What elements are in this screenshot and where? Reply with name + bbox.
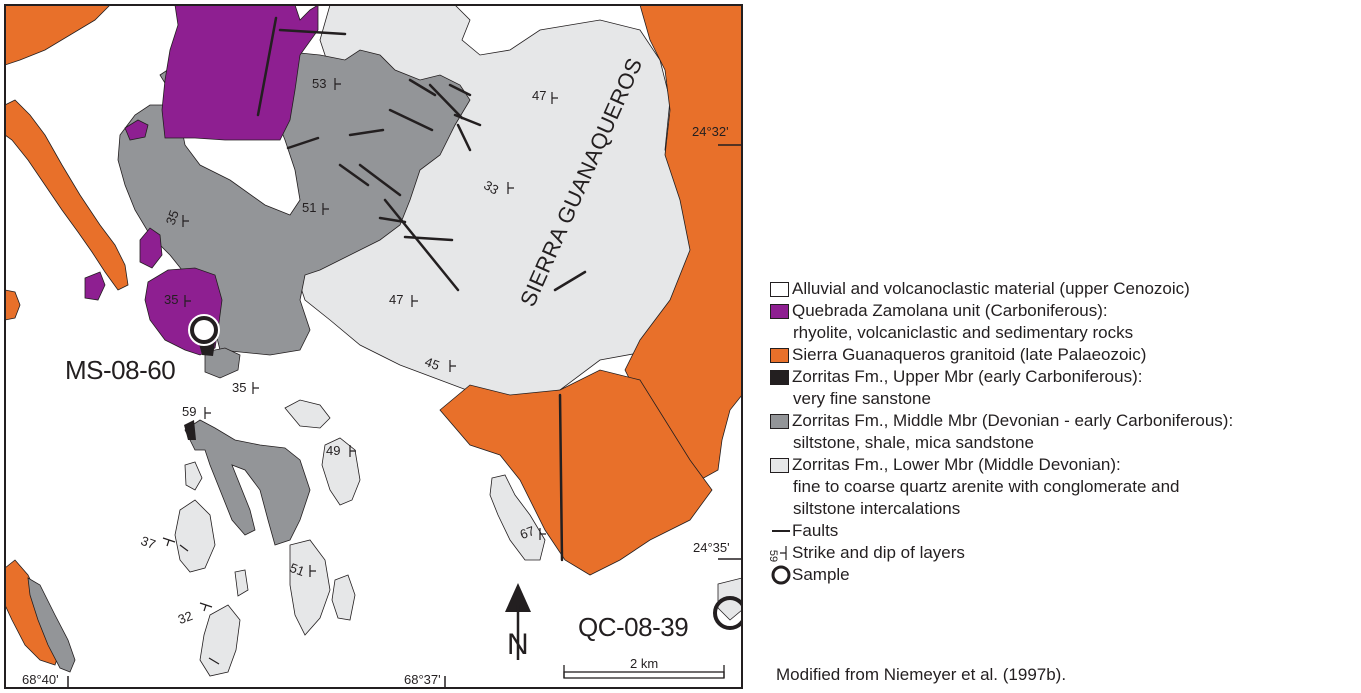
legend-item-alluvial: Alluvial and volcanoclastic material (up…	[770, 278, 1355, 300]
faults	[256, 16, 587, 562]
swatch-granitoid	[770, 347, 789, 363]
coord-lat-top: 24°32'	[692, 124, 729, 139]
scale-bar	[563, 671, 725, 679]
legend-label: Sierra Guanaqueros granitoid (late Palae…	[792, 345, 1147, 364]
legend-label: Zorritas Fm., Upper Mbr (early Carbonife…	[792, 367, 1143, 386]
legend: Alluvial and volcanoclastic material (up…	[767, 278, 1355, 586]
legend-item-strike-dip: 59 Strike and dip of layers	[767, 542, 1355, 564]
legend-sublabel: fine to coarse quartz arenite with congl…	[793, 477, 1180, 496]
swatch-alluvial	[770, 281, 789, 297]
lower-mbr-patch-4	[174, 499, 216, 573]
swatch-middle-mbr	[770, 413, 789, 429]
lower-mbr-patch-9	[489, 474, 546, 561]
strike-dip-value: 59	[767, 549, 780, 563]
quebrada-zamolana-small-2	[139, 227, 163, 269]
credit-note: Modified from Niemeyer et al. (1997b).	[776, 665, 1067, 684]
quebrada-zamolana-north	[161, 5, 319, 141]
legend-label: Strike and dip of layers	[792, 543, 965, 562]
quebrada-zamolana-small-1	[124, 119, 149, 141]
legend-label: Zorritas Fm., Lower Mbr (Middle Devonian…	[792, 455, 1121, 474]
middle-mbr-south	[184, 419, 311, 546]
sample-marker-qc-08-39	[713, 596, 742, 630]
dip-value: 35	[164, 292, 179, 307]
lower-mbr-patch-7	[234, 569, 249, 597]
legend-label: Alluvial and volcanoclastic material (up…	[792, 279, 1190, 298]
legend-sublabel: very fine sanstone	[793, 389, 931, 408]
legend-sublabel: siltstone intercalations	[793, 499, 961, 518]
sample-label-qc-08-39: QC-08-39	[578, 612, 689, 642]
swatch-lower-mbr	[770, 457, 789, 473]
quebrada-zamolana-small-3	[84, 271, 106, 301]
fault-line-icon	[770, 520, 792, 542]
lower-mbr-patch-1	[284, 399, 331, 429]
dip-value: 47	[389, 292, 404, 307]
coord-lon-left: 68°40'	[22, 672, 59, 687]
north-arrow-icon	[505, 583, 531, 612]
legend-item-sample: Sample	[770, 564, 1355, 586]
north-label: N	[507, 628, 529, 661]
granitoid-left-strip	[5, 99, 129, 291]
legend-sublabel: rhyolite, volcaniclastic and sedimentary…	[793, 323, 1134, 342]
granitoid-top-left	[5, 5, 111, 66]
lower-mbr-patch-3	[184, 461, 203, 491]
dip-value: 53	[312, 76, 327, 91]
legend-sublabel: siltstone, shale, mica sandstone	[793, 433, 1034, 452]
legend-item-lower-mbr: Zorritas Fm., Lower Mbr (Middle Devonian…	[770, 454, 1355, 476]
sample-icon	[770, 564, 792, 586]
strike-dip-icon: 59	[767, 542, 792, 564]
swatch-upper-mbr	[770, 369, 789, 385]
legend-label: Sample	[792, 565, 850, 584]
legend-item-faults: Faults	[770, 520, 1355, 542]
legend-item-upper-mbr: Zorritas Fm., Upper Mbr (early Carbonife…	[770, 366, 1355, 388]
sample-marker-inner	[194, 320, 214, 340]
legend-label: Zorritas Fm., Middle Mbr (Devonian - ear…	[792, 411, 1234, 430]
lower-mbr-patch-6	[331, 574, 356, 621]
scale-label: 2 km	[630, 656, 659, 671]
dip-value: 51	[302, 200, 317, 215]
dip-value: 35	[232, 380, 247, 395]
legend-item-middle-mbr: Zorritas Fm., Middle Mbr (Devonian - ear…	[770, 410, 1355, 432]
legend-item-granitoid: Sierra Guanaqueros granitoid (late Palae…	[770, 344, 1355, 366]
legend-label: Faults	[792, 521, 839, 540]
legend-item-quebrada-zamolana: Quebrada Zamolana unit (Carboniferous):	[770, 300, 1355, 322]
granitoid-bottom-right	[439, 369, 713, 576]
upper-mbr-2	[184, 420, 196, 440]
granitoid-left-small	[5, 289, 21, 321]
middle-mbr-small	[204, 347, 241, 379]
dip-value: 47	[532, 88, 547, 103]
legend-label: Quebrada Zamolana unit (Carboniferous):	[792, 301, 1108, 320]
map-frame	[4, 4, 743, 689]
coord-lon-right: 68°37'	[404, 672, 441, 687]
dip-value: 49	[326, 443, 341, 458]
strike-dip-symbols	[162, 78, 558, 665]
sample-label-ms-08-60: MS-08-60	[65, 355, 176, 385]
dip-value: 59	[182, 404, 197, 419]
middle-mbr-sw	[27, 577, 76, 673]
swatch-quebrada-zamolana	[770, 303, 789, 319]
coord-lat-bottom: 24°35'	[693, 540, 730, 555]
lower-mbr-patch-5	[289, 539, 331, 636]
